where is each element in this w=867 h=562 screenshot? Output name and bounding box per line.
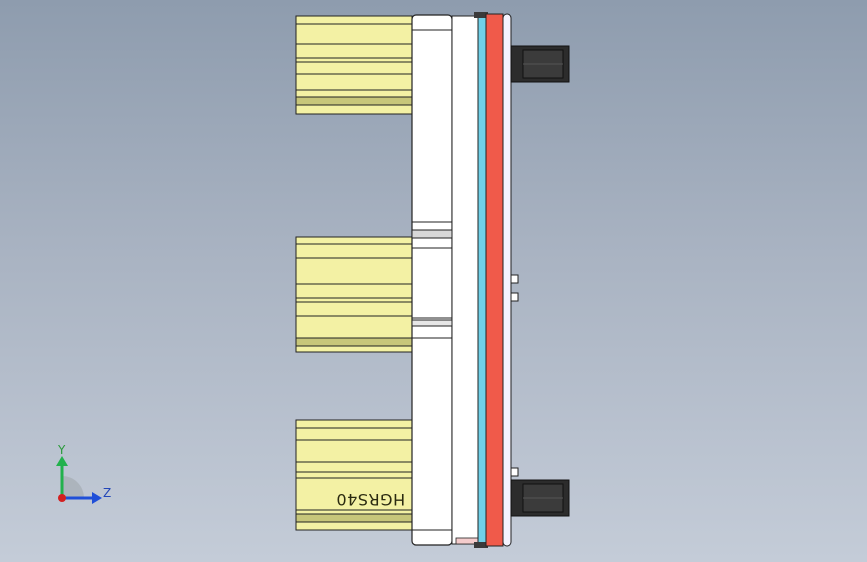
red-layer[interactable] bbox=[485, 13, 504, 547]
z-axis-label: Z bbox=[103, 486, 111, 500]
rail-block-bottom[interactable]: HGRS40 bbox=[295, 419, 413, 531]
axis-triad-icon: Y Z bbox=[56, 443, 111, 504]
part-engraving-label: HGRS40 bbox=[336, 490, 405, 509]
rail-block-top[interactable] bbox=[295, 15, 413, 115]
outer-plate[interactable] bbox=[502, 13, 512, 547]
carriage-body[interactable] bbox=[411, 14, 453, 546]
mounting-plate[interactable] bbox=[451, 15, 479, 545]
bolt-heads[interactable] bbox=[510, 274, 519, 477]
clamp-block-top[interactable] bbox=[510, 45, 570, 83]
clamp-block-bottom[interactable] bbox=[510, 479, 570, 517]
rail-block-middle[interactable] bbox=[295, 236, 413, 353]
y-axis-label: Y bbox=[57, 443, 66, 457]
